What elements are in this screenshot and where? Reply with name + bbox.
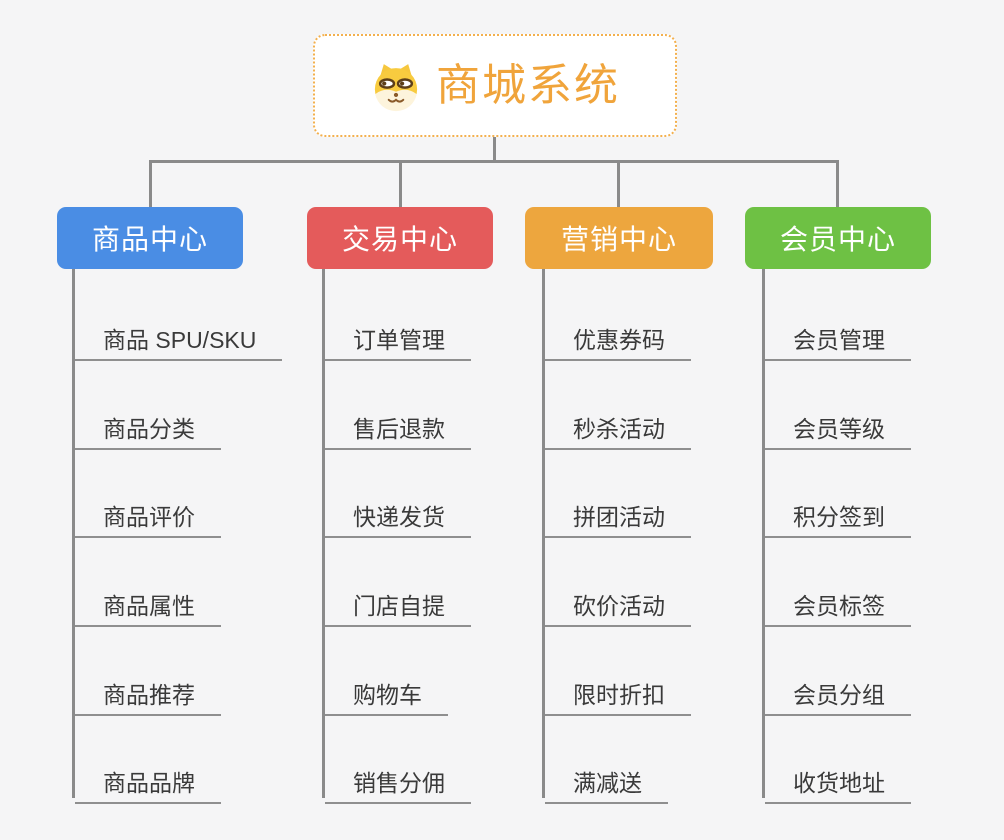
child-node-product-review[interactable]: 商品评价: [75, 486, 221, 538]
child-node-product-attribute[interactable]: 商品属性: [75, 575, 221, 627]
dog-face-icon: [370, 60, 422, 112]
connector-stub-trade: [399, 161, 402, 208]
child-node-shopping-cart[interactable]: 购物车: [325, 664, 448, 716]
child-node-store-pickup[interactable]: 门店自提: [325, 575, 471, 627]
branch-node-marketing[interactable]: 营销中心: [525, 207, 713, 269]
child-node-coupon-code[interactable]: 优惠券码: [545, 309, 691, 361]
branch-column-member: 会员管理 会员等级 积分签到 会员标签 会员分组 收货地址: [762, 269, 1004, 804]
connector-stub-product: [149, 161, 152, 208]
branch-column-marketing: 优惠券码 秒杀活动 拼团活动 砍价活动 限时折扣 满减送: [542, 269, 805, 804]
child-node-product-spu-sku[interactable]: 商品 SPU/SKU: [75, 309, 283, 361]
child-node-member-level[interactable]: 会员等级: [765, 398, 911, 450]
child-node-points-checkin[interactable]: 积分签到: [765, 486, 911, 538]
branch-column-trade: 订单管理 售后退款 快递发货 门店自提 购物车 销售分佣: [322, 269, 585, 804]
child-node-product-recommend[interactable]: 商品推荐: [75, 664, 221, 716]
root-node[interactable]: 商城系统: [313, 34, 677, 137]
child-node-flash-sale[interactable]: 秒杀活动: [545, 398, 691, 450]
branch-node-trade[interactable]: 交易中心: [307, 207, 493, 269]
root-title: 商城系统: [436, 60, 620, 110]
connector-stub-marketing: [617, 161, 620, 208]
child-node-sales-commission[interactable]: 销售分佣: [325, 752, 471, 804]
child-node-member-tag[interactable]: 会员标签: [765, 575, 911, 627]
branch-column-product: 商品 SPU/SKU 商品分类 商品评价 商品属性 商品推荐 商品品牌: [72, 269, 335, 804]
child-node-member-management[interactable]: 会员管理: [765, 309, 911, 361]
connector-stub-member: [836, 161, 839, 208]
branch-node-product[interactable]: 商品中心: [57, 207, 243, 269]
connector-root-stub: [493, 137, 496, 161]
child-node-express-delivery[interactable]: 快递发货: [325, 486, 471, 538]
connector-bus: [149, 160, 839, 163]
child-node-order-management[interactable]: 订单管理: [325, 309, 471, 361]
child-node-member-group[interactable]: 会员分组: [765, 664, 911, 716]
child-node-group-buy[interactable]: 拼团活动: [545, 486, 691, 538]
child-node-after-sale-refund[interactable]: 售后退款: [325, 398, 471, 450]
child-node-full-reduction[interactable]: 满减送: [545, 752, 668, 804]
child-node-product-brand[interactable]: 商品品牌: [75, 752, 221, 804]
child-node-limited-time-discount[interactable]: 限时折扣: [545, 664, 691, 716]
branch-node-member[interactable]: 会员中心: [745, 207, 931, 269]
child-node-bargain-activity[interactable]: 砍价活动: [545, 575, 691, 627]
child-node-shipping-address[interactable]: 收货地址: [765, 752, 911, 804]
child-node-product-category[interactable]: 商品分类: [75, 398, 221, 450]
